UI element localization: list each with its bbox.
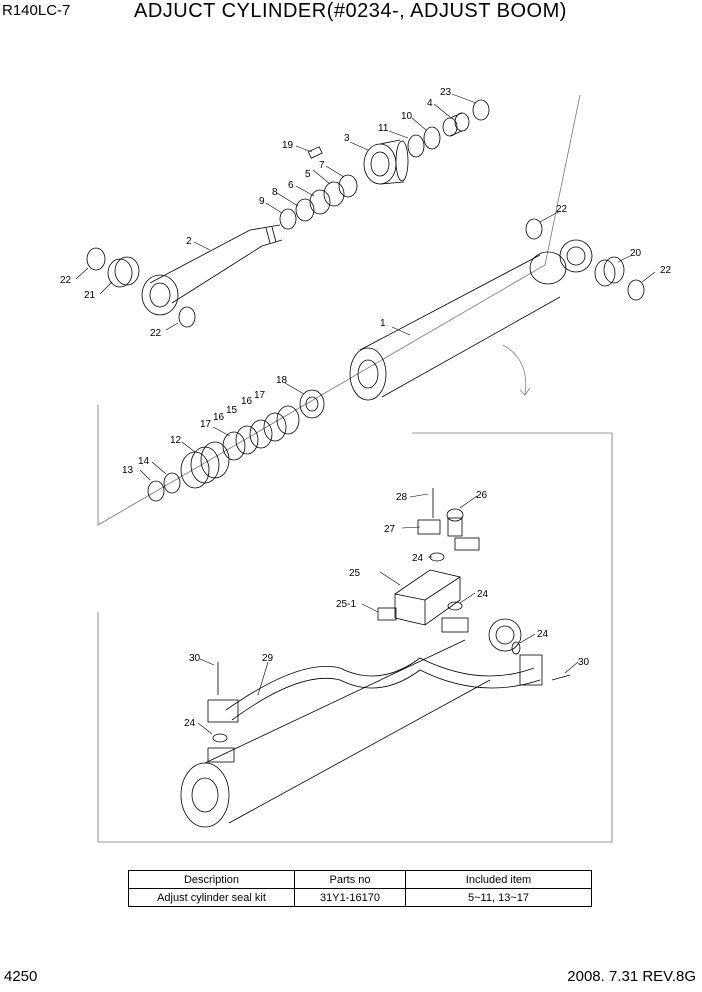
cell-description: Adjust cylinder seal kit bbox=[128, 888, 295, 907]
header-parts-no: Parts no bbox=[294, 870, 406, 889]
callout-8: 8 bbox=[272, 187, 278, 198]
callout-30b: 30 bbox=[578, 657, 590, 668]
callout-11: 11 bbox=[378, 123, 389, 134]
seal-13 bbox=[147, 480, 165, 502]
seal-9 bbox=[279, 208, 297, 230]
callout-16a: 16 bbox=[213, 412, 225, 423]
header-description: Description bbox=[128, 870, 295, 889]
flow-arrow bbox=[502, 344, 531, 396]
elbow-fitting bbox=[446, 508, 480, 551]
cell-included: 5~11, 13~17 bbox=[405, 888, 592, 907]
callout-28: 28 bbox=[396, 492, 408, 503]
cylinder-tube bbox=[349, 239, 593, 401]
callout-13: 13 bbox=[122, 465, 134, 476]
piston-rod bbox=[141, 224, 283, 316]
clamp-27 bbox=[417, 519, 441, 535]
seal-17a bbox=[222, 431, 246, 461]
callout-6: 6 bbox=[288, 180, 294, 191]
assembled-cylinder bbox=[180, 617, 543, 828]
oring-22-lower bbox=[178, 306, 196, 328]
table-row: Adjust cylinder seal kit 31Y1-16170 5~11… bbox=[128, 888, 592, 907]
bolt-19 bbox=[307, 146, 323, 159]
callout-29: 29 bbox=[262, 653, 274, 664]
callout-10: 10 bbox=[401, 111, 413, 122]
page-title: ADJUCT CYLINDER(#0234-, ADJUST BOOM) bbox=[134, 0, 567, 22]
seal-14 bbox=[163, 472, 181, 494]
bolt-30-right bbox=[551, 674, 571, 681]
oring-22-left bbox=[86, 247, 106, 271]
seal-16a bbox=[235, 425, 259, 455]
seal-16b bbox=[263, 412, 287, 442]
cell-parts-no: 31Y1-16170 bbox=[294, 888, 406, 907]
callout-18: 18 bbox=[276, 375, 288, 386]
callout-1: 1 bbox=[380, 318, 386, 329]
callout-17a: 17 bbox=[200, 419, 212, 430]
oring-24-c bbox=[511, 641, 521, 655]
callout-26: 26 bbox=[476, 490, 488, 501]
revision-date: 2008. 7.31 REV.8G bbox=[567, 968, 696, 985]
callout-12: 12 bbox=[170, 435, 182, 446]
oring-24-d bbox=[212, 733, 228, 743]
callout-27: 27 bbox=[384, 524, 396, 535]
callout-15: 15 bbox=[226, 405, 238, 416]
callout-21: 21 bbox=[84, 290, 96, 301]
callout-23: 23 bbox=[440, 87, 452, 98]
callout-30a: 30 bbox=[189, 653, 201, 664]
callout-17b: 17 bbox=[254, 390, 266, 401]
seal-kit-table: Description Parts no Included item Adjus… bbox=[128, 870, 592, 907]
oring-22-top bbox=[525, 218, 543, 240]
oring-24-b bbox=[447, 601, 463, 611]
callout-25-1: 25-1 bbox=[336, 599, 356, 610]
callout-19: 19 bbox=[282, 140, 294, 151]
ring-10 bbox=[423, 126, 441, 150]
ring-11 bbox=[407, 134, 425, 158]
ring-23 bbox=[472, 99, 490, 121]
callout-24b: 24 bbox=[477, 589, 489, 600]
piston-nut bbox=[299, 389, 325, 419]
oring-22-right bbox=[627, 279, 645, 301]
piston bbox=[180, 441, 230, 489]
model-code: R140LC-7 bbox=[2, 2, 71, 19]
seal-6 bbox=[309, 189, 331, 215]
header-included: Included item bbox=[405, 870, 592, 889]
tube-bushing bbox=[594, 256, 625, 287]
callout-5: 5 bbox=[305, 169, 311, 180]
callout-3: 3 bbox=[344, 133, 350, 144]
callout-22d: 22 bbox=[660, 265, 672, 276]
callout-2: 2 bbox=[186, 236, 192, 247]
callout-20: 20 bbox=[630, 248, 642, 259]
rod-cover-gland bbox=[363, 139, 409, 185]
page-number: 4250 bbox=[4, 968, 38, 985]
bushing-4 bbox=[442, 112, 470, 137]
callout-14: 14 bbox=[138, 456, 150, 467]
seal-5 bbox=[323, 181, 345, 207]
oring-24-a bbox=[429, 552, 445, 562]
seal-15 bbox=[249, 419, 273, 449]
callout-24d: 24 bbox=[184, 718, 196, 729]
seal-7 bbox=[338, 174, 358, 198]
callout-16b: 16 bbox=[241, 396, 253, 407]
panel-upper-outline bbox=[97, 94, 581, 526]
callout-4: 4 bbox=[427, 98, 433, 109]
check-valve bbox=[377, 569, 461, 626]
rod-bushing bbox=[107, 256, 140, 288]
callout-25: 25 bbox=[349, 568, 361, 579]
callout-24c: 24 bbox=[537, 629, 549, 640]
callout-9: 9 bbox=[259, 196, 265, 207]
callout-22a: 22 bbox=[60, 275, 72, 286]
callout-22c: 22 bbox=[556, 204, 568, 215]
table-header-row: Description Parts no Included item bbox=[128, 870, 592, 889]
seal-8 bbox=[295, 198, 315, 222]
callout-24a: 24 bbox=[412, 553, 424, 564]
callout-22b: 22 bbox=[150, 328, 162, 339]
panel-lower-outline bbox=[97, 432, 613, 843]
seal-17b bbox=[276, 405, 300, 435]
callout-7: 7 bbox=[319, 160, 325, 171]
